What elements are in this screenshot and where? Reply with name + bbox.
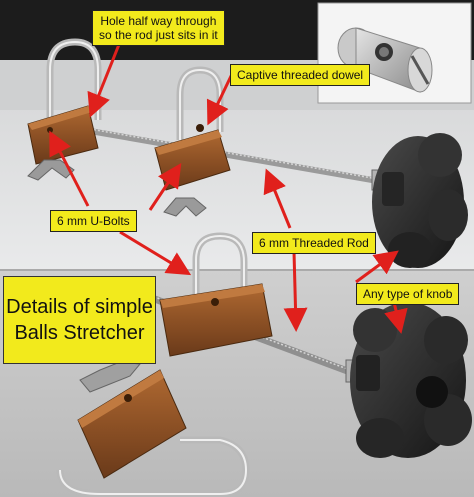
label-hole: Hole half way through so the rod just si… — [92, 10, 225, 46]
top-stretcher — [27, 38, 468, 268]
label-hole-line-1: Hole half way through — [100, 14, 217, 28]
arrow-rod-bottom — [283, 251, 308, 332]
title-box: Details of simple Balls Stretcher — [3, 276, 156, 364]
dowel-icon — [337, 27, 433, 93]
arrow-ubolt-bottom — [119, 230, 192, 276]
annotation-arrows — [49, 41, 408, 334]
bottom-knob — [350, 302, 472, 458]
arrow-knob-top — [355, 250, 399, 284]
title-line-2: Balls Stretcher — [14, 322, 145, 344]
arrow-dowel — [206, 73, 234, 126]
label-ubolts: 6 mm U-Bolts — [50, 210, 137, 232]
title-line-1: Details of simple — [6, 296, 153, 318]
top-knob — [372, 133, 468, 268]
label-rod: 6 mm Threaded Rod — [252, 232, 376, 254]
arrow-ubolt-left — [49, 130, 90, 207]
label-hole-line-2: so the rod just sits in it — [99, 28, 218, 42]
label-dowel: Captive threaded dowel — [230, 64, 371, 86]
label-knob: Any type of knob — [356, 283, 460, 305]
arrow-rod-top — [263, 168, 292, 229]
arrow-hole — [87, 41, 122, 118]
bottom-stretcher — [56, 232, 472, 497]
arrow-ubolt-right — [148, 163, 182, 211]
arrow-knob-bottom — [384, 301, 408, 334]
